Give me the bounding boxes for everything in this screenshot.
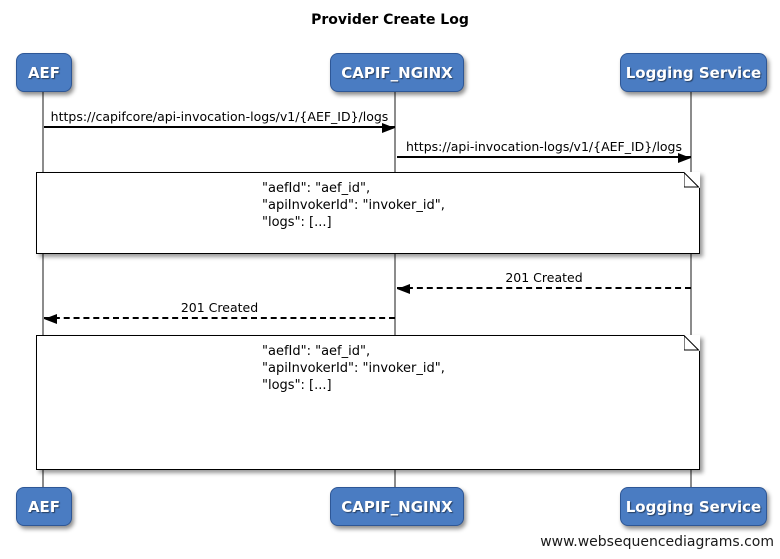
actor-label: AEF — [27, 63, 61, 82]
watermark-link[interactable]: www.websequencediagrams.com — [540, 534, 774, 550]
note-line: "apiInvokerId": "invoker_id", — [262, 198, 445, 213]
actor-label: Logging Service — [625, 497, 762, 516]
message-create-log-request: https://capifcore/api-invocation-logs/v1… — [44, 109, 395, 133]
message-forward-log-request: https://api-invocation-logs/v1/{AEF_ID}/… — [397, 139, 691, 163]
note-request-body: "aefId": "aef_id", "apiInvokerId": "invo… — [36, 172, 700, 254]
message-201-created-to-aef: 201 Created — [44, 300, 395, 324]
note-text-block: "aefId": "aef_id", "apiInvokerId": "invo… — [262, 343, 474, 394]
actor-label: Logging Service — [625, 63, 762, 82]
message-line-dashed — [397, 284, 691, 294]
arrowhead-right-icon — [382, 123, 395, 133]
actor-box-logging-service-bottom: Logging Service — [620, 487, 767, 526]
note-fold-corner-icon — [684, 335, 700, 351]
note-line: "aefId": "aef_id", — [262, 181, 371, 196]
lifeline-logging-service — [690, 92, 692, 489]
actor-label: CAPIF_NGINX — [341, 63, 453, 82]
message-line-solid — [44, 123, 395, 133]
message-label: https://api-invocation-logs/v1/{AEF_ID}/… — [405, 139, 683, 154]
actor-label: AEF — [27, 497, 61, 516]
arrowhead-right-icon — [678, 153, 691, 163]
actor-box-capif-nginx-top: CAPIF_NGINX — [330, 53, 464, 92]
message-201-created-to-capif: 201 Created — [397, 270, 691, 294]
note-fold-corner-icon — [684, 172, 700, 188]
message-line-dashed — [44, 314, 395, 324]
lifeline-capif-nginx — [394, 92, 396, 489]
note-line: "aefId": "aef_id", — [262, 344, 371, 359]
message-label: 201 Created — [180, 300, 259, 315]
note-response-body: "aefId": "aef_id", "apiInvokerId": "invo… — [36, 335, 700, 470]
note-text-block: "aefId": "aef_id", "apiInvokerId": "invo… — [262, 180, 474, 231]
note-line: "logs": [...] — [262, 215, 332, 230]
actor-box-aef-bottom: AEF — [16, 487, 72, 526]
note-line: "logs": [...] — [262, 378, 332, 393]
message-label: https://capifcore/api-invocation-logs/v1… — [50, 109, 389, 124]
lifeline-aef — [42, 92, 44, 489]
actor-box-logging-service-top: Logging Service — [620, 53, 767, 92]
message-line-solid — [397, 153, 691, 163]
arrowhead-left-icon — [397, 284, 410, 294]
message-label: 201 Created — [505, 270, 583, 285]
arrowhead-left-icon — [44, 314, 57, 324]
actor-label: CAPIF_NGINX — [341, 497, 453, 516]
actor-box-capif-nginx-bottom: CAPIF_NGINX — [330, 487, 464, 526]
diagram-title: Provider Create Log — [311, 12, 469, 28]
note-line: "apiInvokerId": "invoker_id", — [262, 361, 445, 376]
actor-box-aef-top: AEF — [16, 53, 72, 92]
